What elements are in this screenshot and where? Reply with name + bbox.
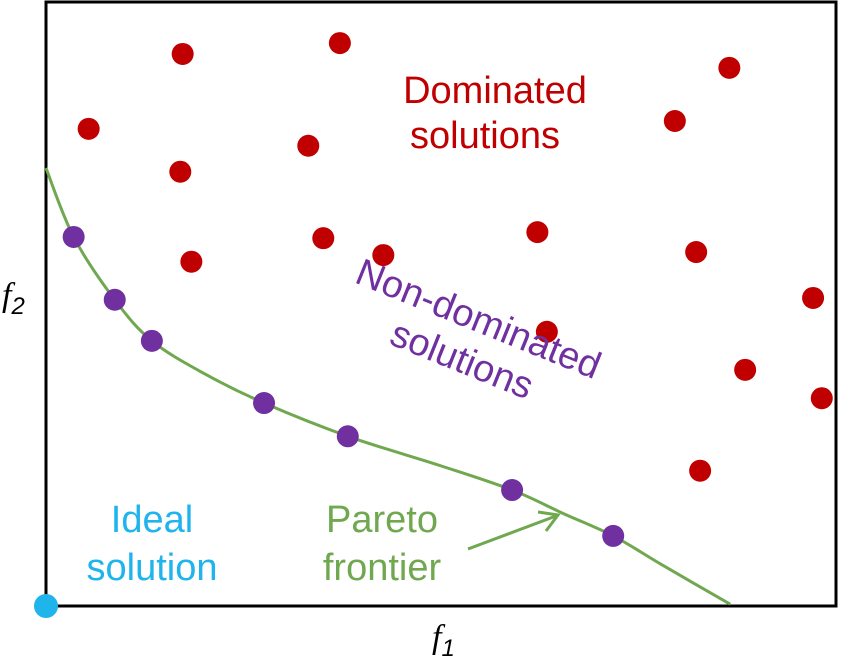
dominated-point [180, 250, 203, 273]
non-dominated-point [602, 524, 625, 547]
dominated-point [734, 358, 757, 381]
ideal-point [34, 594, 58, 618]
dominated-point [77, 117, 100, 140]
dominated-point [169, 160, 192, 183]
dominated-point [312, 227, 335, 250]
dominated-point [535, 320, 558, 343]
dominated-point [526, 221, 549, 244]
plot-frame [44, 0, 838, 608]
dominated-point [689, 459, 712, 482]
non-dominated-point [103, 288, 126, 311]
frontier-label-line1: Pareto [326, 499, 438, 541]
non-dominated-point [62, 225, 85, 248]
x-axis-label: f1 [432, 619, 455, 662]
dominated-point [810, 387, 833, 410]
dominated-point [297, 134, 320, 157]
non-dominated-point [501, 479, 524, 502]
dominated-point [663, 109, 686, 132]
ideal-label-line2: solution [87, 547, 218, 589]
non-dominated-point [336, 425, 359, 448]
dominated-point [372, 244, 395, 267]
frontier-arrow [467, 514, 557, 551]
non-dominated-point [253, 392, 276, 415]
dominated-point [171, 42, 194, 65]
y-axis-label: f2 [2, 277, 25, 320]
frontier-arrow-head [537, 510, 561, 532]
dominated-point [802, 286, 825, 309]
dominated-point [718, 56, 741, 79]
dominated-point [685, 241, 708, 264]
dominated-label-line1: Dominated [403, 70, 587, 112]
non-dominated-point [140, 329, 163, 352]
ideal-label-line1: Ideal [111, 499, 193, 541]
dominated-label-line2: solutions [410, 115, 560, 157]
frontier-label-line2: frontier [323, 547, 442, 589]
dominated-point [328, 32, 351, 55]
